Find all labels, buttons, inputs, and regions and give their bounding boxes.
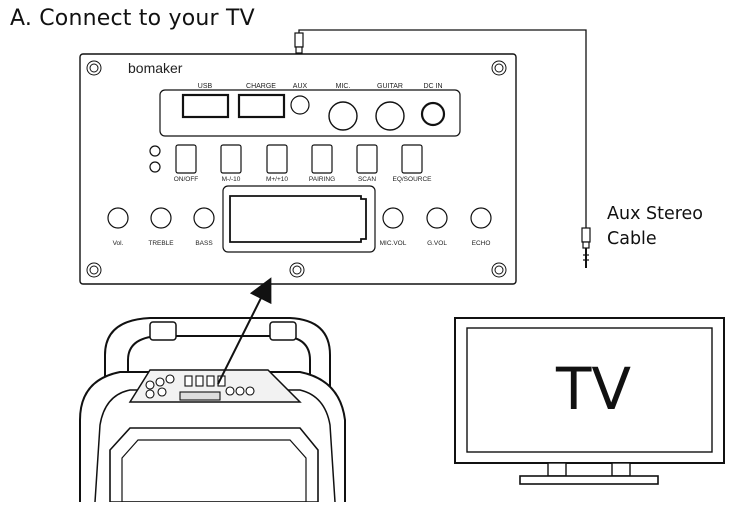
knob-label: BASS xyxy=(195,240,213,247)
bass-knob xyxy=(193,207,215,229)
port-label: AUX xyxy=(293,83,308,90)
button-label: M-/-10 xyxy=(222,176,241,183)
tv-illustration xyxy=(454,317,725,485)
treble-knob xyxy=(150,207,172,229)
knob-label: Vol. xyxy=(113,240,124,247)
knob-label: ECHO xyxy=(472,240,491,247)
on-off-button xyxy=(175,144,197,174)
usb-port xyxy=(181,93,230,119)
g-vol-knob xyxy=(426,207,448,229)
m-minus-button xyxy=(220,144,242,174)
led-indicator xyxy=(149,145,161,157)
tv-label: TV xyxy=(556,355,632,423)
cable-label-line2: Cable xyxy=(607,229,657,249)
knob-label: MIC.VOL xyxy=(380,240,407,247)
button-label: SCAN xyxy=(358,176,376,183)
aux-plug-end xyxy=(581,227,591,268)
port-label: USB xyxy=(198,83,213,90)
port-label: MIC. xyxy=(336,83,351,90)
mic-vol-knob xyxy=(382,207,404,229)
page-title: A. Connect to your TV xyxy=(10,6,255,31)
echo-knob xyxy=(470,207,492,229)
charge-port xyxy=(237,93,286,119)
eq-source-button xyxy=(401,144,423,174)
aux-cable xyxy=(298,29,587,228)
speaker-illustration xyxy=(79,317,346,503)
brand-logo: bomaker xyxy=(128,60,183,76)
vol-knob xyxy=(107,207,129,229)
guitar-jack xyxy=(375,101,405,131)
pointer-arrow xyxy=(217,277,272,385)
mic-jack xyxy=(328,101,358,131)
dc-in-jack xyxy=(420,101,446,127)
m-plus-button xyxy=(266,144,288,174)
pairing-button xyxy=(311,144,333,174)
knob-label: G.VOL xyxy=(427,240,447,247)
display-screen xyxy=(229,195,367,243)
button-label: PAIRING xyxy=(309,176,335,183)
led-indicator xyxy=(149,161,161,173)
port-label: DC IN xyxy=(423,83,442,90)
control-panel: bomaker USB CHARGE AUX MIC. GUITAR DC IN xyxy=(79,53,517,285)
port-label: CHARGE xyxy=(246,83,276,90)
scan-button xyxy=(356,144,378,174)
knob-label: TREBLE xyxy=(148,240,174,247)
cable-label-line1: Aux Stereo xyxy=(607,204,704,224)
panel-screw xyxy=(86,60,507,278)
button-label: EQ/SOURCE xyxy=(392,176,432,183)
port-label: GUITAR xyxy=(377,83,403,90)
button-label: ON/OFF xyxy=(174,176,199,183)
aux-jack xyxy=(290,95,310,115)
button-label: M+/+10 xyxy=(266,176,288,183)
